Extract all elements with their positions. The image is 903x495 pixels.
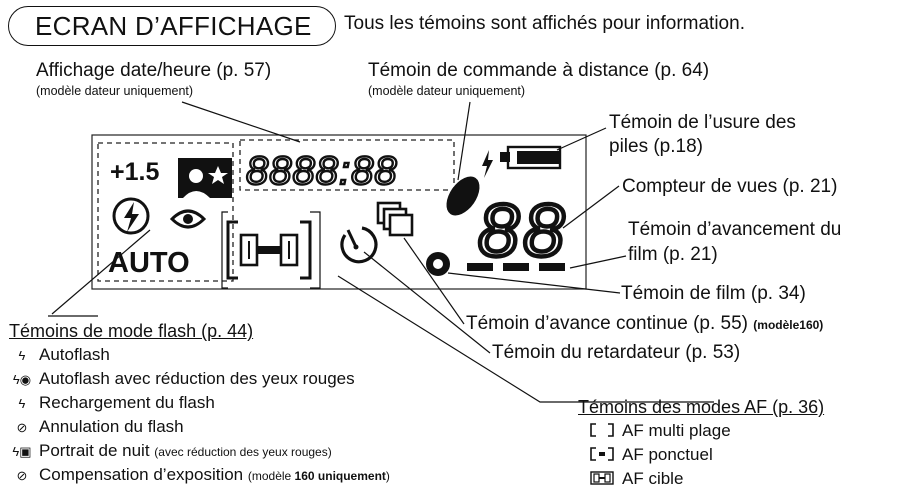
flash-group-outline — [97, 142, 234, 282]
af-target-icon — [590, 470, 614, 490]
film-lcd-icon — [426, 252, 450, 276]
callout-battery-2: piles (p.18) — [609, 136, 703, 157]
af-spot-icon — [590, 446, 614, 466]
callout-film: Témoin de film (p. 34) — [621, 283, 806, 304]
flash-mode-label: Autoflash avec réduction des yeux rouges — [39, 369, 355, 388]
exposure-comp-icon: ⊘ — [16, 468, 28, 483]
af-target-lcd-icon — [221, 211, 321, 289]
section-title-text: ECRAN D’AFFICHAGE — [35, 10, 312, 41]
flash-recharge-icon: ϟ — [18, 396, 26, 411]
callout-film-advance-2: film (p. 21) — [628, 244, 718, 265]
section-title: ECRAN D’AFFICHAGE — [8, 6, 336, 46]
callout-date-time-note: (modèle dateur uniquement) — [36, 84, 194, 98]
self-timer-lcd-icon — [340, 226, 378, 264]
flash-mode-note: (avec réduction des yeux rouges) — [154, 445, 332, 459]
film-advance-bars — [467, 263, 565, 271]
night-portrait-icon: ϟ▣ — [12, 444, 32, 459]
callout-continuous: Témoin d’avance continue (p. 55) (modèle… — [466, 313, 823, 335]
af-mode-target: AF cible — [590, 469, 683, 490]
callout-remote-note: (modèle dateur uniquement) — [368, 84, 526, 98]
af-mode-multi: AF multi plage — [590, 421, 731, 442]
intro-text: Tous les témoins sont affichés pour info… — [344, 13, 745, 34]
flash-cancel-icon: ⊘ — [16, 420, 28, 435]
leader-lines — [48, 101, 714, 403]
callout-continuous-text: Témoin d’avance continue (p. 55) — [466, 313, 748, 334]
flash-mode-autoflash-redeye: ϟ◉ Autoflash avec réduction des yeux roug… — [11, 369, 355, 389]
af-modes-heading: Témoins des modes AF (p. 36) — [578, 397, 825, 417]
date-group-outline — [239, 139, 455, 191]
flash-recharge-lcd-icon — [482, 150, 493, 178]
af-mode-spot: AF ponctuel — [590, 445, 713, 466]
date-digits: 8888:88 — [246, 149, 398, 193]
flash-mode-night-portrait: ϟ▣ Portrait de nuit (avec réduction des y… — [11, 441, 332, 461]
af-mode-label: AF cible — [622, 469, 684, 488]
af-mode-label: AF ponctuel — [622, 445, 713, 464]
auto-text: AUTO — [108, 247, 190, 279]
exposure-comp-text: +1.5 — [110, 158, 159, 186]
flash-mode-label: Portrait de nuit — [39, 441, 150, 460]
af-multi-icon — [590, 422, 614, 442]
flash-mode-recharge: ϟ Rechargement du flash — [11, 393, 215, 413]
callout-film-advance-1: Témoin d’avancement du — [628, 219, 842, 240]
autoflash-icon: ϟ — [18, 348, 26, 363]
autoflash-redeye-icon: ϟ◉ — [12, 372, 32, 387]
callout-battery-1: Témoin de l’usure des — [609, 112, 796, 133]
battery-lcd-icon — [500, 145, 562, 170]
redeye-lcd-icon — [169, 209, 207, 229]
flash-cancel-lcd-icon — [112, 197, 150, 235]
remote-lcd-icon — [446, 176, 480, 216]
callout-continuous-note: (modèle160) — [753, 318, 824, 332]
counter-digits: 88 — [478, 189, 568, 272]
flash-mode-label: Compensation d’exposition — [39, 465, 244, 484]
flash-mode-cancel: ⊘ Annulation du flash — [11, 417, 184, 437]
continuous-lcd-icon — [376, 201, 414, 237]
callout-date-time: Affichage date/heure (p. 57) — [36, 60, 272, 81]
flash-mode-label: Autoflash — [39, 345, 110, 364]
flash-mode-label: Rechargement du flash — [39, 393, 215, 412]
flash-mode-exposure-comp: ⊘ Compensation d’exposition (modèle 160 u… — [11, 465, 390, 485]
af-mode-label: AF multi plage — [622, 421, 731, 440]
callout-self-timer: Témoin du retardateur (p. 53) — [492, 342, 741, 363]
flash-modes-heading: Témoins de mode flash (p. 44) — [9, 321, 254, 341]
callout-remote: Témoin de commande à distance (p. 64) — [368, 60, 710, 81]
flash-mode-note: (modèle 160 uniquement) — [247, 469, 390, 483]
callout-frame-counter: Compteur de vues (p. 21) — [622, 176, 838, 197]
night-portrait-lcd-icon — [178, 158, 232, 198]
flash-mode-autoflash: ϟ Autoflash — [11, 345, 110, 365]
flash-mode-label: Annulation du flash — [39, 417, 184, 436]
lcd-frame — [91, 134, 587, 290]
